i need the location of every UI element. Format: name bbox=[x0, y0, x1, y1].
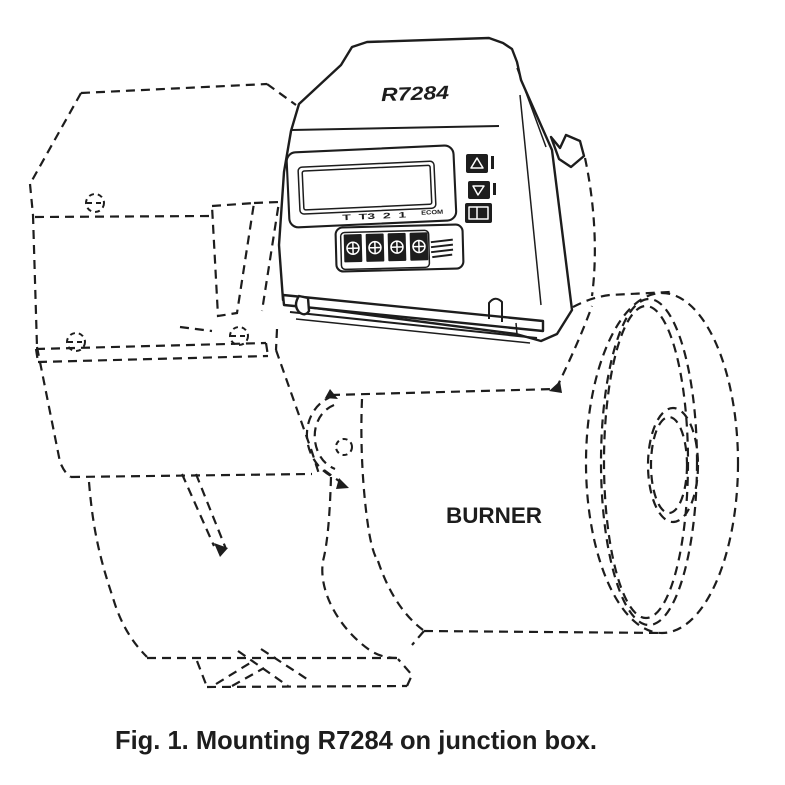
shaft-hole bbox=[335, 438, 353, 456]
figure-caption: Fig. 1. Mounting R7284 on junction box. bbox=[115, 725, 597, 755]
terminal-screw bbox=[387, 232, 407, 262]
terminal-row-labels: T T3 2 1 bbox=[342, 210, 407, 222]
r7284-control-drawing: R7284 T T3 2 1 ECOM bbox=[277, 36, 586, 344]
up-arrow-button bbox=[466, 154, 494, 173]
display-bezel: T T3 2 1 ECOM bbox=[285, 144, 458, 229]
button-column bbox=[465, 154, 496, 223]
burner-housing-outline bbox=[584, 291, 740, 635]
burner-center-opening bbox=[646, 406, 700, 524]
control-top-cover-edge bbox=[291, 125, 500, 131]
model-label: R7284 bbox=[381, 83, 450, 106]
burner-drawing bbox=[325, 157, 740, 646]
junction-box-screw bbox=[85, 193, 105, 213]
mounting-flange bbox=[281, 293, 545, 344]
junction-box-drawing bbox=[28, 82, 321, 478]
flange-hook bbox=[294, 294, 311, 316]
flange-keyhole bbox=[488, 297, 503, 322]
junction-box-screw bbox=[66, 332, 86, 352]
burner-label: BURNER bbox=[446, 503, 542, 528]
ecom-label: ECOM bbox=[421, 210, 443, 217]
terminal-screw bbox=[409, 232, 429, 261]
down-arrow-icon bbox=[472, 185, 485, 196]
blower-housing-drawing bbox=[70, 394, 424, 689]
mounting-bracket-tab bbox=[549, 133, 586, 169]
terminal-screw bbox=[343, 234, 363, 263]
junction-box-screw bbox=[229, 326, 249, 346]
terminal-screw bbox=[365, 233, 385, 262]
arrow-tip-icon bbox=[336, 478, 349, 489]
wiring-connector bbox=[430, 238, 454, 259]
display-mode-icon bbox=[468, 206, 489, 220]
terminal-block bbox=[334, 223, 465, 273]
down-arrow-button bbox=[468, 181, 496, 199]
arrow-tip-icon bbox=[325, 389, 338, 399]
up-arrow-icon bbox=[470, 157, 484, 169]
arrow-tip-icon bbox=[214, 543, 228, 557]
lcd-display bbox=[297, 160, 437, 215]
display-mode-button bbox=[465, 203, 492, 223]
